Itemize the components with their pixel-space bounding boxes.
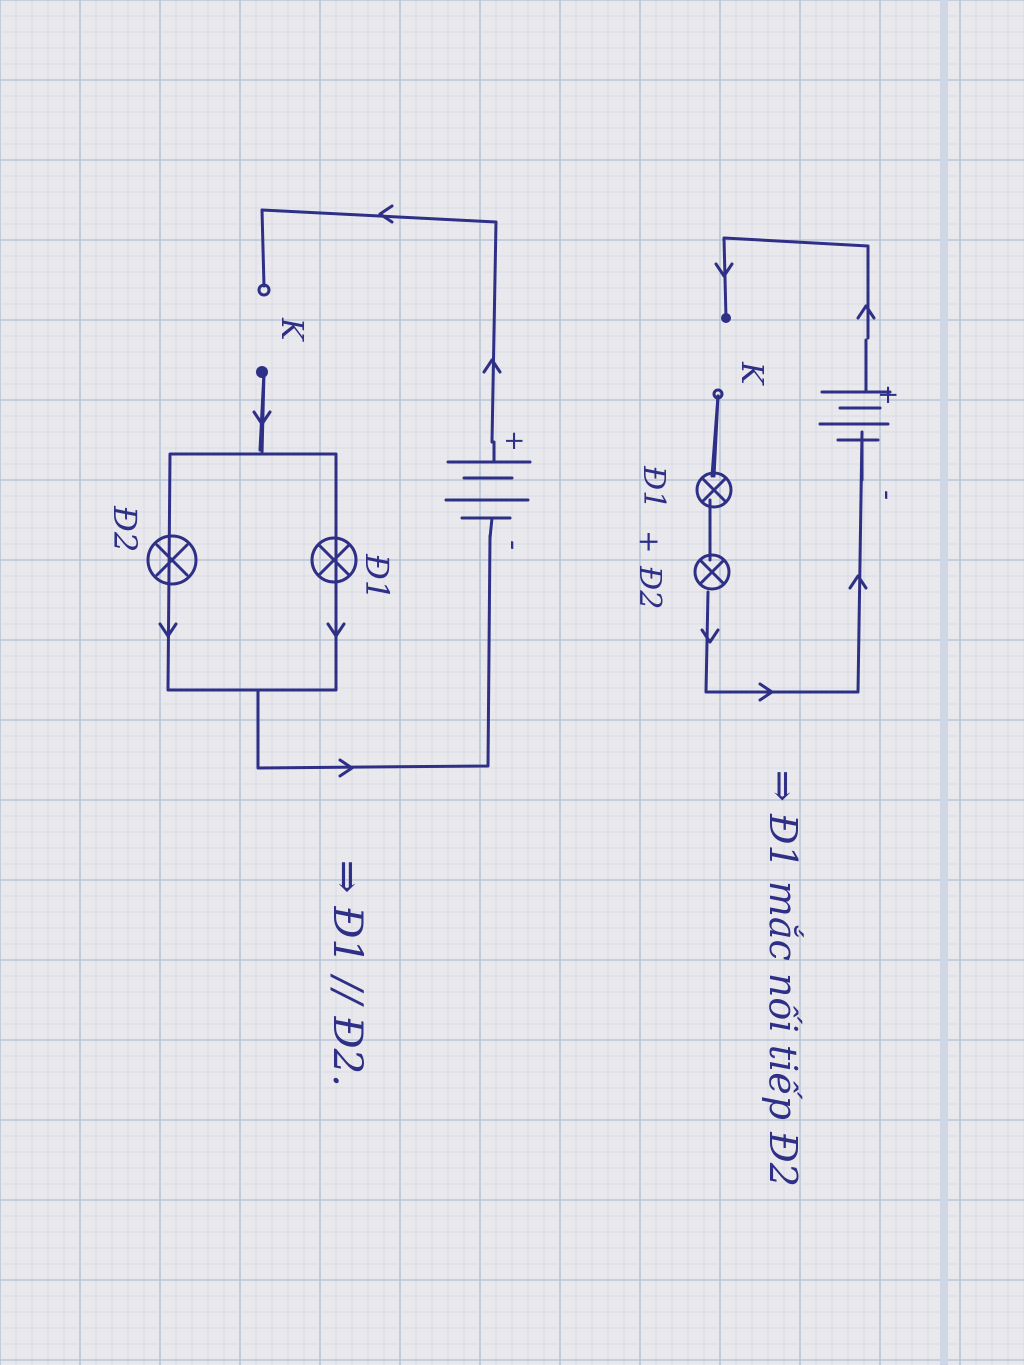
parallel-lamp1-label: Đ1 bbox=[358, 553, 396, 600]
series-minus-sign: - bbox=[870, 490, 905, 500]
series-battery bbox=[818, 338, 892, 482]
parallel-minus-sign: - bbox=[496, 540, 531, 550]
parallel-arrow-icon bbox=[378, 204, 394, 224]
parallel-switch-contact-bottom bbox=[256, 366, 268, 378]
series-lamp1-label: Đ1 bbox=[636, 465, 671, 509]
series-circuit: + - K Đ1 + Đ2 ⇒ Đ1 mắc nối tiếp Đ2 bbox=[632, 236, 905, 1187]
parallel-conclusion: ⇒ Đ1 // Đ2. bbox=[324, 860, 370, 1087]
parallel-lamp2-icon bbox=[146, 534, 198, 586]
series-arrow-icon bbox=[714, 262, 734, 278]
parallel-circuit: + - K Đ1 Đ2 ⇒ Đ1 // Đ2. bbox=[106, 204, 532, 1087]
series-circuit-wire bbox=[704, 236, 870, 694]
parallel-switch-contact-top bbox=[257, 283, 271, 297]
series-plus-sign: + bbox=[873, 384, 903, 406]
series-wire-switch-lamp bbox=[712, 394, 720, 478]
parallel-arrow-icon bbox=[338, 758, 354, 778]
series-arrow-icon bbox=[848, 574, 868, 590]
series-lamp2-label: Đ2 bbox=[632, 565, 667, 609]
parallel-arrow-icon bbox=[482, 358, 502, 374]
parallel-arrow-icon bbox=[252, 410, 272, 426]
series-arrow-icon bbox=[856, 304, 876, 320]
parallel-switch-label: K bbox=[274, 317, 309, 342]
parallel-battery bbox=[444, 440, 532, 540]
series-conclusion: ⇒ Đ1 mắc nối tiếp Đ2 bbox=[761, 770, 805, 1187]
parallel-wire-switch-junction bbox=[260, 370, 266, 456]
series-switch-contact-top bbox=[721, 313, 731, 323]
series-lamp1-icon bbox=[695, 471, 733, 509]
series-switch-label: K bbox=[734, 361, 769, 386]
series-arrow-icon bbox=[700, 628, 720, 644]
parallel-lamp1-icon bbox=[310, 536, 358, 584]
series-lamp-joiner: + bbox=[633, 530, 666, 553]
parallel-lamp2-label: Đ2 bbox=[106, 505, 144, 552]
parallel-plus-sign: + bbox=[499, 430, 529, 452]
parallel-branch-frame bbox=[166, 452, 338, 692]
parallel-arrow-icon bbox=[326, 622, 346, 638]
parallel-arrow-icon bbox=[158, 622, 178, 638]
series-switch-contact-bottom bbox=[712, 388, 724, 400]
series-arrow-icon bbox=[758, 682, 774, 702]
series-lamp2-icon bbox=[693, 553, 731, 591]
